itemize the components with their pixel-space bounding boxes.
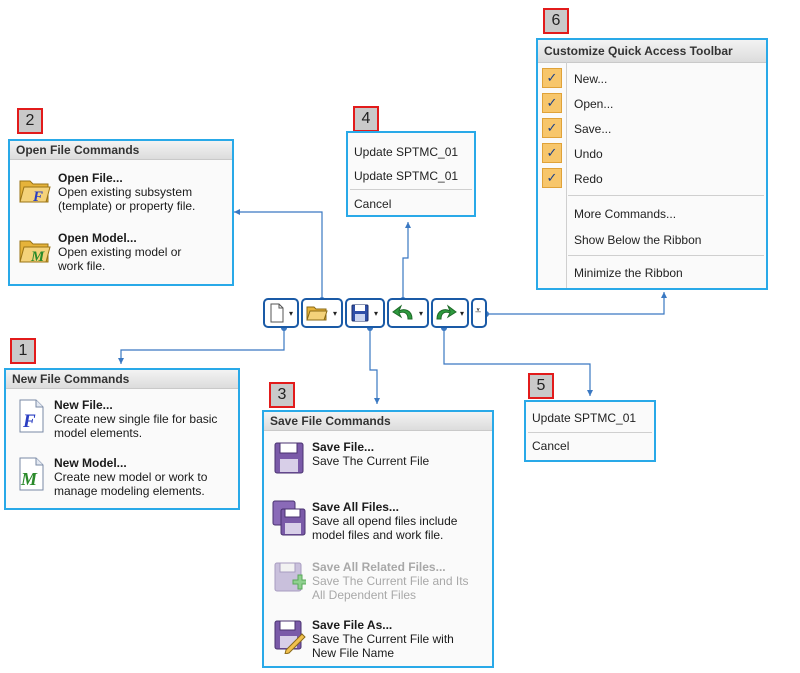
new-file-commands-panel: New File Commands F New File... Create n… (4, 368, 240, 510)
undo-item-1[interactable]: Update SPTMC_01 (354, 145, 459, 159)
show-below-ribbon-item[interactable]: Show Below the Ribbon (574, 233, 702, 247)
new-file-title: New File... (54, 398, 113, 412)
menu-separator (568, 195, 764, 196)
dropdown-arrow-icon[interactable]: ▾ (333, 309, 338, 318)
new-model-icon: M (19, 457, 44, 491)
callout-badge-4: 4 (353, 106, 379, 132)
save-all-title: Save All Files... (312, 500, 399, 514)
more-commands-item[interactable]: More Commands... (574, 207, 677, 221)
check-mark-icon: ✓ (542, 118, 562, 138)
open-file-command[interactable]: F Open File... Open existing subsystem (… (18, 171, 195, 213)
new-file-desc-line-2: model elements. (54, 426, 143, 440)
open-file-desc-line-1: Open existing subsystem (58, 185, 193, 199)
open-model-desc-line-1: Open existing model or (58, 245, 182, 259)
customize-dropdown-icon: ⩡ (475, 305, 482, 317)
panel-header: Customize Quick Access Toolbar (538, 40, 766, 63)
qat-item-redo[interactable]: Redo (574, 172, 603, 186)
panel-header: Open File Commands (10, 141, 232, 160)
save-all-desc-line-2: model files and work file. (312, 528, 444, 542)
redo-item-1[interactable]: Update SPTMC_01 (532, 411, 637, 425)
new-model-title: New Model... (54, 456, 127, 470)
qat-item-save[interactable]: Save... (574, 122, 612, 136)
menu-separator (350, 189, 472, 190)
qat-item-new[interactable]: New... (574, 72, 608, 86)
redo-arrow-icon (436, 304, 457, 320)
new-toolbar-button[interactable]: ▾ (263, 298, 299, 328)
open-file-title: Open File... (58, 171, 123, 185)
save-as-desc-line-2: New File Name (312, 646, 395, 660)
save-file-title: Save File... (312, 440, 375, 454)
open-folder-icon: F (19, 180, 51, 205)
panel-header: New File Commands (6, 370, 238, 389)
new-model-desc-line-2: manage modeling elements. (54, 484, 205, 498)
callout-badge-2: 2 (17, 108, 43, 134)
menu-separator (568, 255, 764, 256)
new-file-icon (270, 303, 284, 323)
save-toolbar-button[interactable]: ▾ (345, 298, 385, 328)
open-model-command[interactable]: M Open Model... Open existing model or w… (18, 231, 181, 273)
save-as-title: Save File As... (312, 618, 393, 632)
floppy-disk-icon (351, 304, 369, 322)
save-file-commands-panel: Save File Commands Save File... Save The… (262, 410, 494, 668)
undo-history-menu: Update SPTMC_01 Update SPTMC_01 Cancel (346, 131, 476, 217)
undo-arrow-icon (392, 304, 413, 320)
minimize-ribbon-item[interactable]: Minimize the Ribbon (574, 266, 683, 280)
icon-letter-m: M (30, 249, 45, 265)
icon-letter-m: M (20, 469, 38, 489)
save-as-desc-line-1: Save The Current File with (312, 632, 454, 646)
icon-letter-f: F (32, 189, 43, 205)
check-mark-icon: ✓ (542, 168, 562, 188)
dropdown-arrow-icon[interactable]: ▾ (460, 309, 465, 318)
callout-badge-5: 5 (528, 373, 554, 399)
undo-toolbar-button[interactable]: ▾ (387, 298, 429, 328)
new-file-desc-line-1: Create new single file for basic (54, 412, 218, 426)
save-related-icon (274, 562, 306, 592)
customize-quick-access-toolbar-menu: Customize Quick Access Toolbar ✓ New... … (536, 38, 768, 290)
gutter-line (566, 62, 567, 288)
new-file-icon: F (19, 399, 44, 433)
callout-badge-1: 1 (10, 338, 36, 364)
save-all-related-files-command: Save All Related Files... Save The Curre… (272, 560, 469, 602)
save-all-files-command[interactable]: Save All Files... Save all opend files i… (272, 500, 457, 542)
open-file-commands-panel: Open File Commands F Open File... Open e… (8, 139, 234, 286)
check-mark-icon: ✓ (542, 143, 562, 163)
new-file-command[interactable]: F New File... Create new single file for… (14, 398, 217, 440)
save-file-command[interactable]: Save File... Save The Current File (272, 440, 429, 476)
open-toolbar-button[interactable]: ▾ (301, 298, 343, 328)
undo-item-2[interactable]: Update SPTMC_01 (354, 169, 459, 183)
qat-item-undo[interactable]: Undo (574, 147, 603, 161)
open-folder-icon (306, 306, 328, 321)
save-file-desc-line-1: Save The Current File (312, 454, 430, 468)
customize-toolbar-button[interactable]: ⩡ (471, 298, 487, 328)
redo-history-menu: Update SPTMC_01 Cancel (524, 400, 656, 462)
qat-item-open[interactable]: Open... (574, 97, 614, 111)
panel-header: Save File Commands (264, 412, 492, 431)
new-model-command[interactable]: M New Model... Create new model or work … (14, 456, 207, 498)
open-model-title: Open Model... (58, 231, 137, 245)
redo-toolbar-button[interactable]: ▾ (431, 298, 469, 328)
redo-cancel[interactable]: Cancel (532, 439, 570, 453)
dropdown-arrow-icon[interactable]: ▾ (374, 309, 379, 318)
open-model-desc-line-2: work file. (58, 259, 106, 273)
check-mark-icon: ✓ (542, 93, 562, 113)
dropdown-arrow-icon[interactable]: ▾ (289, 309, 294, 318)
callout-badge-3: 3 (269, 382, 295, 408)
save-related-title: Save All Related Files... (312, 560, 446, 574)
open-file-desc-line-2: (template) or property file. (58, 199, 196, 213)
undo-cancel[interactable]: Cancel (354, 197, 392, 211)
save-related-desc-line-2: All Dependent Files (312, 588, 417, 602)
save-as-icon (274, 620, 306, 654)
save-file-as-command[interactable]: Save File As... Save The Current File wi… (272, 618, 454, 660)
floppy-disk-icon (274, 442, 304, 474)
icon-letter-f: F (22, 411, 36, 432)
menu-separator (528, 432, 652, 433)
dropdown-arrow-icon[interactable]: ▾ (419, 309, 424, 318)
callout-badge-6: 6 (543, 8, 569, 34)
open-model-folder-icon: M (19, 240, 51, 265)
save-all-desc-line-1: Save all opend files include (312, 514, 458, 528)
save-all-icon (272, 500, 306, 536)
new-model-desc-line-1: Create new model or work to (54, 470, 208, 484)
save-related-desc-line-1: Save The Current File and Its (312, 574, 469, 588)
check-mark-icon: ✓ (542, 68, 562, 88)
